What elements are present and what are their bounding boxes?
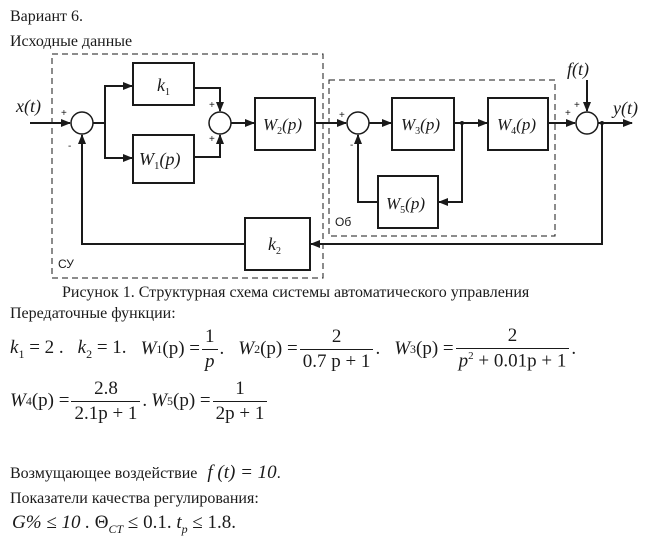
sum1-plus-sign: + xyxy=(61,108,67,119)
block-W1 xyxy=(132,134,195,184)
figure-caption: Рисунок 1. Структурная схема системы авт… xyxy=(62,284,530,301)
disturbance-line-text: Возмущающее воздействие f (t) = 10 . xyxy=(10,462,281,483)
line-W1-sum2 xyxy=(194,134,224,158)
quality-heading: Показатели качества регулирования: xyxy=(10,490,259,507)
block-W3-label: W3(p) xyxy=(401,115,440,137)
summer-3 xyxy=(346,111,370,135)
block-W4-label: W4(p) xyxy=(497,115,536,137)
sum2-plus-bottom: + xyxy=(209,134,215,145)
junction-dot-W3 xyxy=(460,121,464,125)
output-signal-label: y(t) xyxy=(611,98,638,119)
plant-label: Об xyxy=(335,215,351,229)
quality-indicators: G% ≤ 10 . ΘCT ≤ 0.1. tp ≤ 1.8. xyxy=(12,512,236,540)
variant-title: Вариант 6. xyxy=(10,8,83,25)
formula-k1: k1 = 2 . xyxy=(10,336,64,361)
disturbance-signal-label: f(t) xyxy=(567,59,589,80)
disturbance-period: . xyxy=(276,465,281,482)
formula-k2: k2 = 1. xyxy=(77,336,127,361)
control-system-region xyxy=(51,53,324,279)
sum3-minus-sign: - xyxy=(350,140,353,151)
block-W1-label: W1(p) xyxy=(139,149,181,172)
plant-region xyxy=(328,79,556,237)
line-k1-sum2 xyxy=(194,87,224,112)
sum4-plus-top: + xyxy=(574,100,580,111)
block-diagram: СУ Об xyxy=(15,53,638,279)
summer-4 xyxy=(575,111,599,135)
line-to-k1 xyxy=(104,82,133,123)
disturbance-label: Возмущающее воздействие xyxy=(10,465,198,482)
junction-dot-output xyxy=(600,121,604,125)
feedback-line-right xyxy=(310,123,603,248)
input-signal-label: x(t) xyxy=(15,96,41,117)
block-k1 xyxy=(132,62,195,106)
block-k2-label: k2 xyxy=(268,234,281,257)
block-W5-label: W5(p) xyxy=(386,194,425,216)
sum4-plus-left: + xyxy=(565,108,571,119)
summer-2 xyxy=(208,111,232,135)
control-system-label: СУ xyxy=(58,257,74,271)
settling-time-criterion: tp ≤ 1.8. xyxy=(176,512,237,536)
summer-1 xyxy=(70,111,94,135)
sum3-plus-sign: + xyxy=(339,110,345,121)
transfer-functions-heading: Передаточные функции: xyxy=(10,305,176,322)
line-W3-W5 xyxy=(438,123,463,206)
line-W5-sum3 xyxy=(354,134,378,203)
steady-state-criterion: ΘCT ≤ 0.1. xyxy=(94,512,172,536)
overshoot-criterion: G% ≤ 10 . xyxy=(12,512,90,533)
section-heading: Исходные данные xyxy=(10,33,133,50)
line-to-W1 xyxy=(104,123,133,162)
block-k1-label: k1 xyxy=(157,75,170,98)
block-k2 xyxy=(244,217,311,271)
sum2-plus-top: + xyxy=(209,100,215,111)
disturbance-expression: f (t) = 10 xyxy=(207,462,277,483)
block-W2-label: W2(p) xyxy=(263,115,302,137)
sum1-minus-sign: - xyxy=(68,141,71,152)
feedback-line-left xyxy=(78,134,245,245)
